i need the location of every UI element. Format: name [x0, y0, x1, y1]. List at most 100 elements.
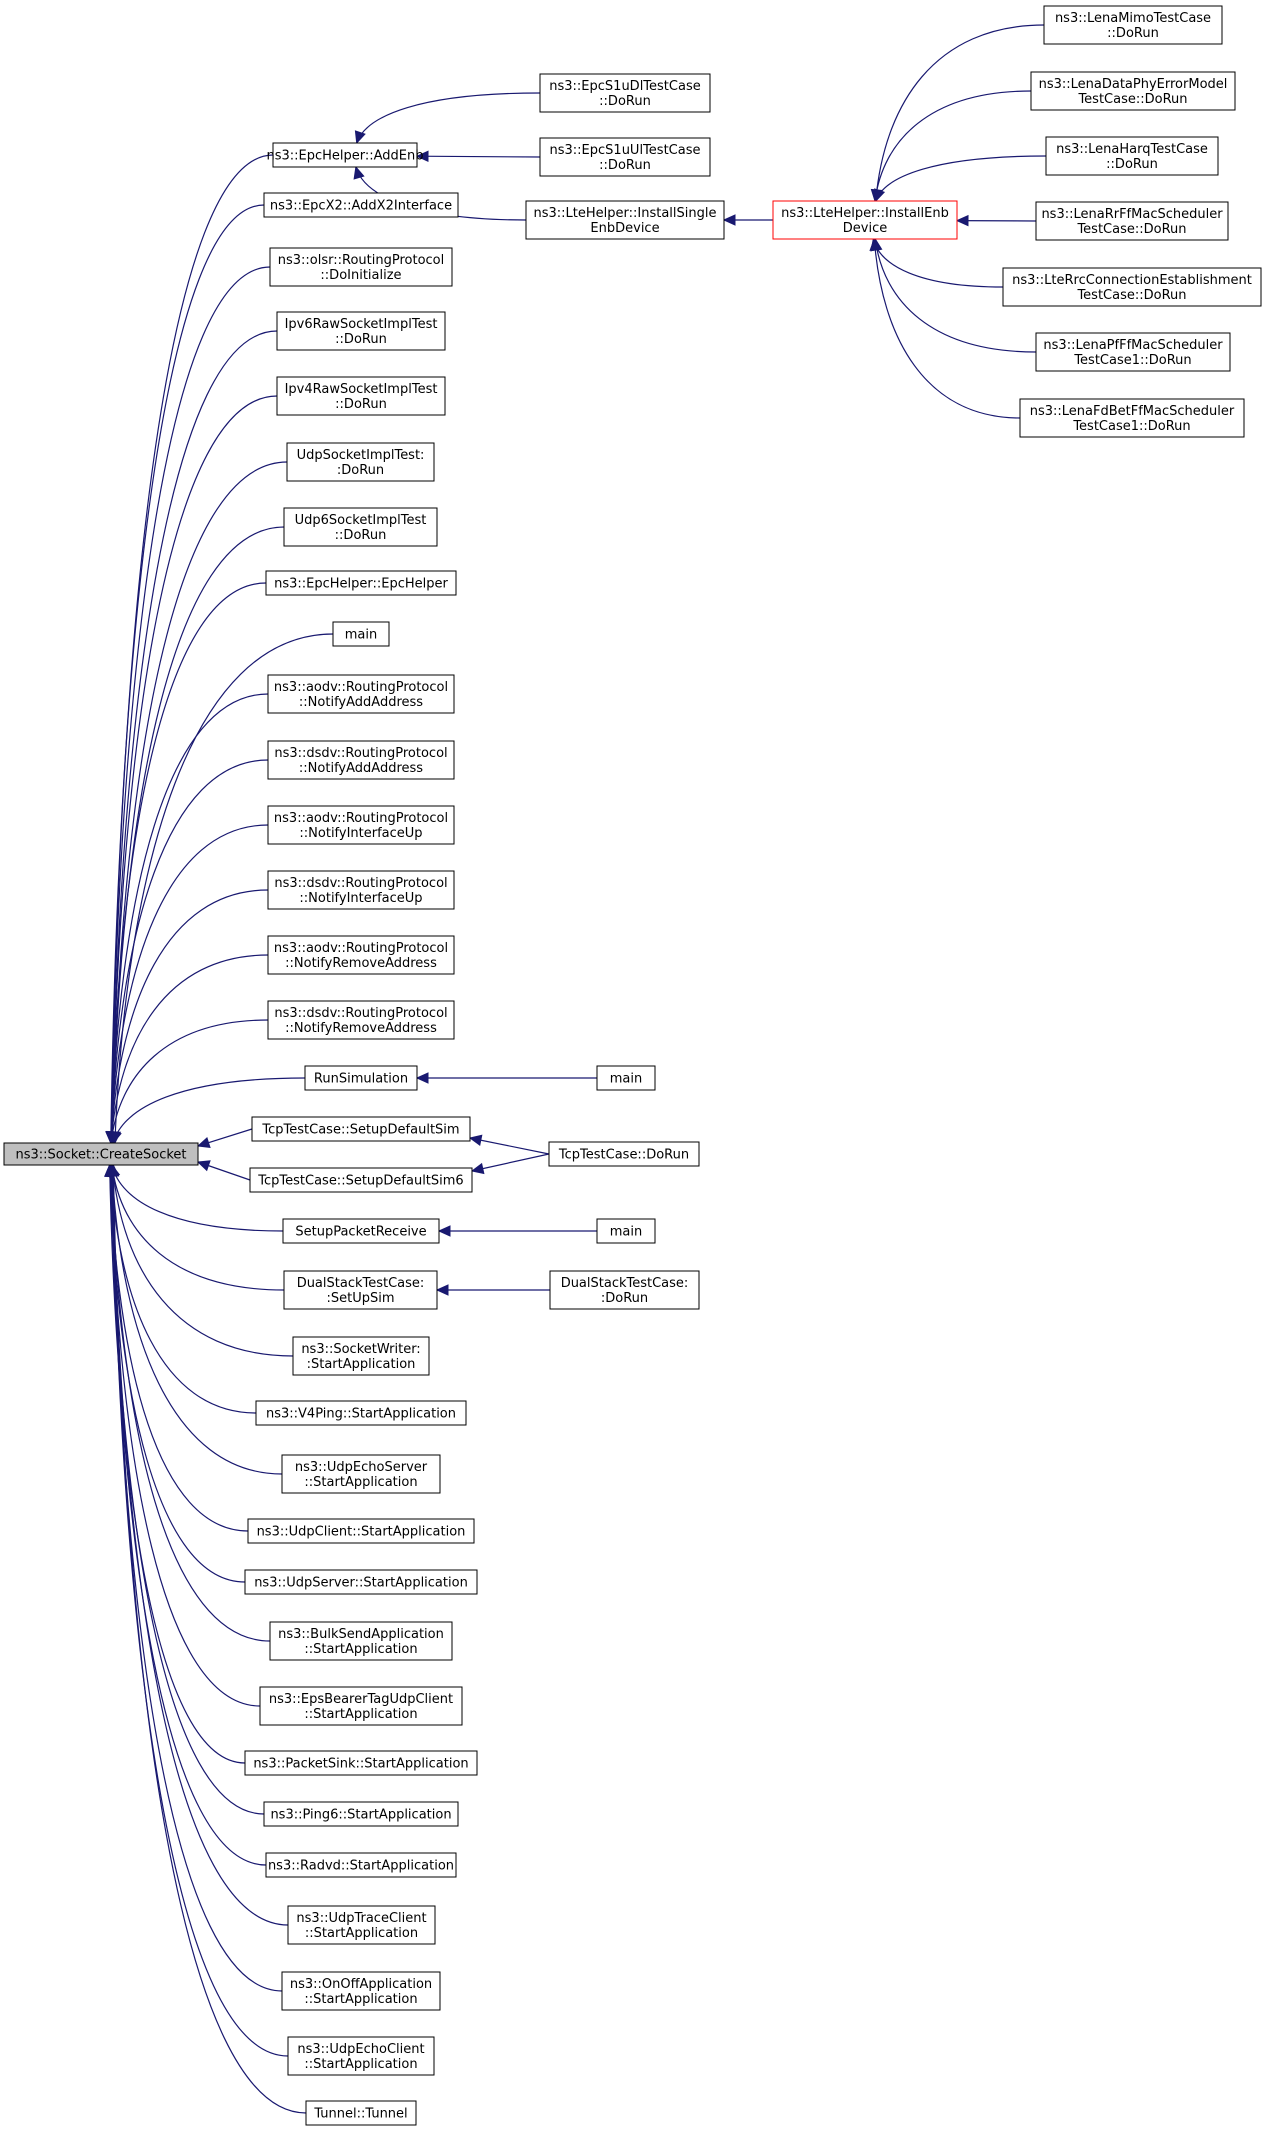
- edge-n14-to-n0: [106, 954, 269, 1145]
- node-ns3-lenapfffmacscheduler-testcase1-dorun[interactable]: ns3::LenaPfFfMacSchedulerTestCase1::DoRu…: [1035, 332, 1231, 372]
- node-label: ns3::LteHelper::InstallSingle: [534, 206, 717, 221]
- node-ns3-udpechoserver-startapplication[interactable]: ns3::UdpEchoServer::StartApplication: [281, 1454, 441, 1494]
- node-main[interactable]: main: [596, 1065, 656, 1091]
- node-ns3-epcx2-addx2interface[interactable]: ns3::EpcX2::AddX2Interface: [263, 192, 459, 218]
- edge-n5-to-n0: [106, 395, 278, 1145]
- node-box: [1035, 332, 1231, 372]
- node-ns3-aodv-routingprotocol-notifyremoveaddress[interactable]: ns3::aodv::RoutingProtocol::NotifyRemove…: [267, 935, 455, 975]
- edge-n24-to-n0: [104, 1163, 249, 1532]
- node-label: ns3::BulkSendApplication: [278, 1627, 444, 1642]
- node-ns3-udpserver-startapplication[interactable]: ns3::UdpServer::StartApplication: [244, 1569, 478, 1595]
- node-label: DualStackTestCase:: [297, 1276, 425, 1291]
- node-ns3-epchelper-addenb[interactable]: ns3::EpcHelper::AddEnb: [266, 142, 424, 168]
- node-ns3-epsbearertagudpclient-startapplication[interactable]: ns3::EpsBearerTagUdpClient::StartApplica…: [259, 1686, 463, 1726]
- edge-n16-to-n0: [110, 1077, 306, 1145]
- node-ns3-onoffapplication-startapplication[interactable]: ns3::OnOffApplication::StartApplication: [281, 1971, 441, 2011]
- edge-n38-to-n16: [415, 1072, 597, 1084]
- node-ns3-aodv-routingprotocol-notifyinterfaceup[interactable]: ns3::aodv::RoutingProtocol::NotifyInterf…: [267, 805, 455, 845]
- edge-n23-to-n0: [106, 1163, 283, 1475]
- node-box: [267, 674, 455, 714]
- node-label: Device: [843, 221, 887, 236]
- node-ns3-v4ping-startapplication[interactable]: ns3::V4Ping::StartApplication: [255, 1400, 467, 1426]
- node-box: [255, 1400, 467, 1426]
- edge-arrowhead: [354, 130, 366, 145]
- node-box: [269, 247, 453, 287]
- node-ns3-lenadataphyerrormodel-testcase-dorun[interactable]: ns3::LenaDataPhyErrorModelTestCase::DoRu…: [1030, 71, 1236, 111]
- node-tcptestcase-setupdefaultsim6[interactable]: TcpTestCase::SetupDefaultSim6: [249, 1167, 473, 1193]
- node-dualstacktestcase-dorun[interactable]: DualStackTestCase::DoRun: [549, 1270, 700, 1310]
- edge-n41-to-n20: [435, 1284, 550, 1296]
- node-label: ::StartApplication: [304, 1642, 417, 1657]
- edge-line: [872, 238, 1004, 288]
- node-label: ns3::dsdv::RoutingProtocol: [274, 876, 447, 891]
- node-ns3-dsdv-routingprotocol-notifyremoveaddress[interactable]: ns3::dsdv::RoutingProtocol::NotifyRemove…: [267, 1000, 455, 1040]
- node-ns3-packetsink-startapplication[interactable]: ns3::PacketSink::StartApplication: [244, 1750, 478, 1776]
- node-label: ::StartApplication: [304, 1475, 417, 1490]
- edge-line: [111, 1164, 289, 2057]
- node-ipv6rawsocketimpltest-dorun[interactable]: Ipv6RawSocketImplTest::DoRun: [276, 311, 446, 351]
- edge-line: [110, 1019, 269, 1144]
- node-ns3-epcs1uultestcase-dorun[interactable]: ns3::EpcS1uUlTestCase::DoRun: [539, 137, 711, 177]
- edge-line: [110, 395, 278, 1144]
- node-layer: ns3::Socket::CreateSocket ns3::EpcHelper:…: [3, 5, 1262, 2126]
- node-main[interactable]: main: [596, 1218, 656, 1244]
- node-ns3-dsdv-routingprotocol-notifyinterfaceup[interactable]: ns3::dsdv::RoutingProtocol::NotifyInterf…: [267, 870, 455, 910]
- node-label: :StartApplication: [307, 1357, 416, 1372]
- edge-line: [356, 92, 541, 144]
- node-main[interactable]: main: [332, 621, 390, 647]
- node-ns3-epchelper-epchelper[interactable]: ns3::EpcHelper::EpcHelper: [265, 570, 457, 596]
- node-label: ::NotifyRemoveAddress: [285, 1021, 437, 1036]
- node-ns3-socketwriter-startapplication[interactable]: ns3::SocketWriter::StartApplication: [292, 1336, 430, 1376]
- edge-line: [111, 1164, 283, 1475]
- node-label: RunSimulation: [314, 1072, 408, 1087]
- node-ns3-olsr-routingprotocol-doinitialize[interactable]: ns3::olsr::RoutingProtocol::DoInitialize: [269, 247, 453, 287]
- edge-line: [110, 824, 269, 1144]
- node-ns3-udpechoclient-startapplication[interactable]: ns3::UdpEchoClient::StartApplication: [287, 2036, 435, 2076]
- node-ns3-udptraceclient-startapplication[interactable]: ns3::UdpTraceClient::StartApplication: [287, 1905, 436, 1945]
- edge-n44-to-n42: [870, 90, 1032, 203]
- node-label: :DoRun: [601, 1291, 648, 1306]
- edge-line: [109, 1164, 246, 1764]
- node-label: ::DoRun: [335, 528, 387, 543]
- node-ns3-lenafdbetffmacscheduler-testcase1-dorun[interactable]: ns3::LenaFdBetFfMacSchedulerTestCase1::D…: [1019, 398, 1245, 438]
- node-label: ns3::EpcS1uUlTestCase: [550, 143, 701, 158]
- node-label: ns3::EpsBearerTagUdpClient: [269, 1692, 453, 1707]
- node-udp6socketimpltest-dorun[interactable]: Udp6SocketImplTest::DoRun: [283, 507, 438, 547]
- node-ns3-epcs1udltestcase-dorun[interactable]: ns3::EpcS1uDlTestCase::DoRun: [539, 73, 711, 113]
- edge-n36-to-n1: [415, 150, 541, 163]
- node-label: ns3::olsr::RoutingProtocol: [278, 253, 445, 268]
- node-label: ns3::LenaRrFfMacScheduler: [1041, 207, 1223, 222]
- node-setuppacketreceive[interactable]: SetupPacketReceive: [282, 1218, 440, 1244]
- node-label: TestCase1::DoRun: [1072, 419, 1190, 434]
- node-dualstacktestcase-setupsim[interactable]: DualStackTestCase::SetUpSim: [283, 1270, 438, 1310]
- node-ns3-radvd-startapplication[interactable]: ns3::Radvd::StartApplication: [265, 1852, 457, 1878]
- edge-line: [112, 1164, 307, 2114]
- node-ns3-lenamimotestcase-dorun[interactable]: ns3::LenaMimoTestCase::DoRun: [1043, 5, 1223, 45]
- edge-line: [874, 90, 1032, 202]
- node-ns3-dsdv-routingprotocol-notifyaddaddress[interactable]: ns3::dsdv::RoutingProtocol::NotifyAddAdd…: [267, 740, 455, 780]
- node-tcptestcase-setupdefaultsim[interactable]: TcpTestCase::SetupDefaultSim: [251, 1116, 471, 1142]
- node-label: SetupPacketReceive: [295, 1225, 426, 1240]
- node-ns3-ping6-startapplication[interactable]: ns3::Ping6::StartApplication: [263, 1801, 459, 1827]
- node-ns3-aodv-routingprotocol-notifyaddaddress[interactable]: ns3::aodv::RoutingProtocol::NotifyAddAdd…: [267, 674, 455, 714]
- edge-arrowhead: [415, 1072, 429, 1084]
- node-box: [281, 1454, 441, 1494]
- node-tcptestcase-dorun[interactable]: TcpTestCase::DoRun: [548, 1141, 700, 1167]
- node-box: [287, 2036, 435, 2076]
- edge-arrowhead: [196, 1137, 211, 1149]
- node-label: TestCase::DoRun: [1076, 288, 1186, 303]
- node-ipv4rawsocketimpltest-dorun[interactable]: Ipv4RawSocketImplTest::DoRun: [276, 376, 446, 416]
- node-tunnel-tunnel[interactable]: Tunnel::Tunnel: [305, 2100, 417, 2126]
- node-ns3-bulksendapplication-startapplication[interactable]: ns3::BulkSendApplication::StartApplicati…: [269, 1621, 453, 1661]
- node-box: [267, 1000, 455, 1040]
- node-box: [548, 1141, 700, 1167]
- node-udpsocketimpltest-dorun[interactable]: UdpSocketImplTest::DoRun: [286, 442, 435, 482]
- node-ns3-lenaharqtestcase-dorun[interactable]: ns3::LenaHarqTestCase::DoRun: [1045, 136, 1219, 176]
- node-ns3-socket-createsocket[interactable]: ns3::Socket::CreateSocket: [3, 1142, 199, 1166]
- node-ns3-lterrcconnectionestablishment-testcase-dorun[interactable]: ns3::LteRrcConnectionEstablishmentTestCa…: [1002, 267, 1262, 307]
- node-ns3-udpclient-startapplication[interactable]: ns3::UdpClient::StartApplication: [247, 1518, 475, 1544]
- node-runsimulation[interactable]: RunSimulation: [304, 1065, 418, 1091]
